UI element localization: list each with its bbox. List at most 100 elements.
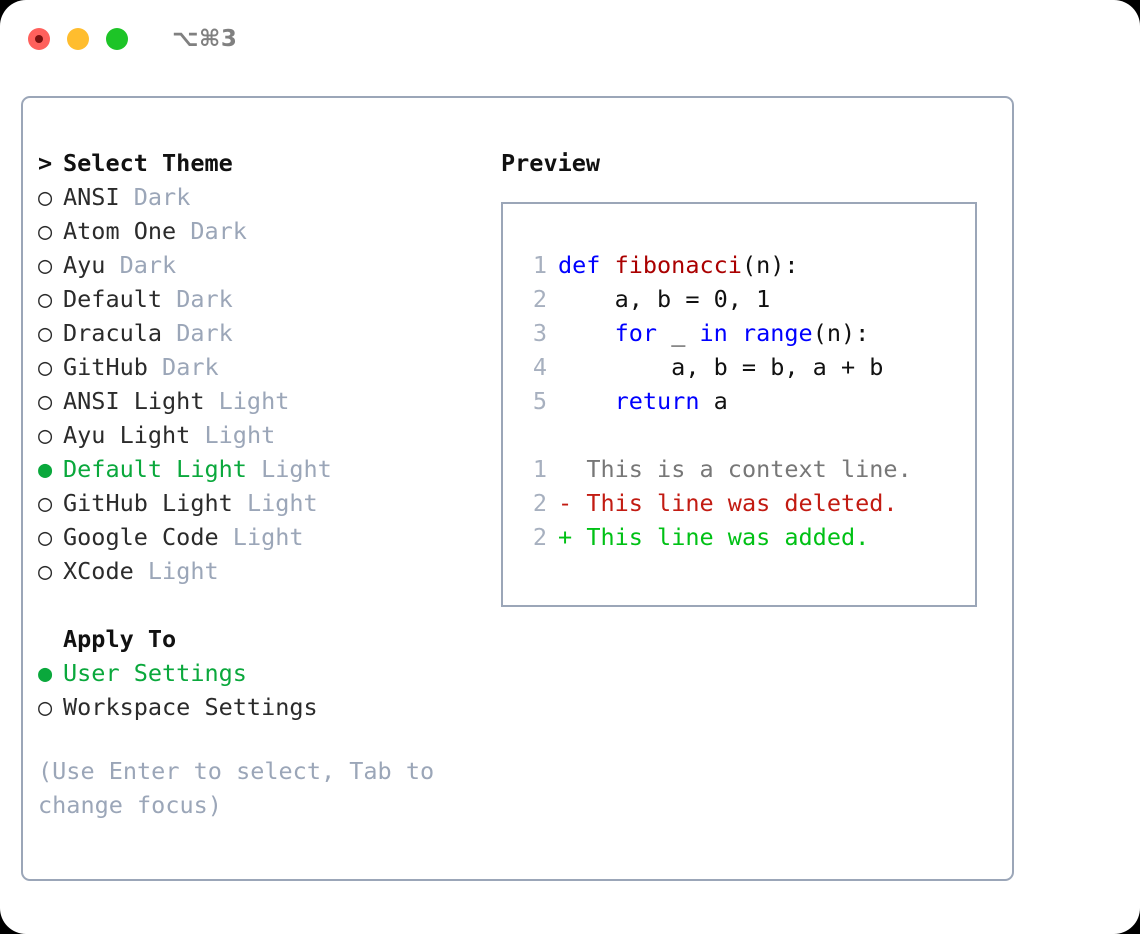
radio-unselected-icon[interactable]: ○ bbox=[38, 523, 53, 551]
theme-list-item[interactable]: ○ Atom One Dark bbox=[38, 214, 478, 248]
keyboard-hint: (Use Enter to select, Tab to change focu… bbox=[38, 757, 449, 819]
theme-variant-badge: Light bbox=[204, 421, 276, 449]
code-line-number: 1 bbox=[532, 251, 547, 279]
diff-line-number: 1 bbox=[532, 455, 547, 483]
code-line-number: 4 bbox=[532, 353, 547, 381]
theme-name: GitHub bbox=[63, 353, 148, 381]
code-token: def bbox=[558, 251, 615, 279]
theme-picker-title: Select Theme bbox=[63, 149, 233, 177]
theme-list-item[interactable]: ○Dracula Dark bbox=[38, 316, 478, 350]
theme-name: XCode bbox=[63, 557, 134, 585]
code-line-number: 3 bbox=[532, 319, 547, 347]
theme-variant-badge: Light bbox=[261, 455, 332, 483]
apply-to-item[interactable]: ○Workspace Settings bbox=[38, 690, 478, 724]
diff-text: This is a context line. bbox=[586, 455, 912, 483]
minimize-button[interactable] bbox=[67, 28, 89, 50]
code-diff-spacer bbox=[517, 418, 975, 452]
code-token: a bbox=[699, 387, 728, 415]
diff-line: 1 This is a context line. bbox=[517, 452, 975, 486]
theme-name: Default Light bbox=[63, 455, 247, 483]
traffic-light-group bbox=[28, 28, 128, 50]
apply-to-list: ● User Settings ○Workspace Settings bbox=[38, 656, 478, 724]
theme-list-item[interactable]: ○Google Code Light bbox=[38, 520, 478, 554]
radio-unselected-icon[interactable]: ○ bbox=[38, 353, 53, 381]
theme-list-item[interactable]: ○ANSI Dark bbox=[38, 180, 478, 214]
diff-line: 2+ This line was added. bbox=[517, 520, 975, 554]
theme-variant-badge: Light bbox=[218, 387, 290, 415]
theme-name: Default bbox=[63, 285, 163, 313]
theme-list-item[interactable]: ○ ANSI Light Light bbox=[38, 384, 478, 418]
theme-picker-heading: > Select Theme bbox=[38, 146, 478, 180]
theme-variant-badge: Light bbox=[246, 489, 318, 517]
code-token: fibonacci bbox=[614, 251, 742, 279]
theme-variant-badge: Dark bbox=[190, 217, 247, 245]
theme-list-item[interactable]: ○Default Dark bbox=[38, 282, 478, 316]
code-token: a, b = 0, 1 bbox=[558, 285, 771, 313]
theme-variant-badge: Light bbox=[147, 557, 219, 585]
theme-label-spacer bbox=[219, 520, 233, 554]
radio-unselected-icon[interactable]: ○ bbox=[38, 693, 53, 721]
code-token: a, b = b, a + b bbox=[558, 353, 884, 381]
preview-title: Preview bbox=[501, 149, 601, 177]
theme-list-item[interactable]: ○Ayu Light Light bbox=[38, 418, 478, 452]
apply-to-heading: ○ Apply To bbox=[38, 622, 478, 656]
diff-marker: - bbox=[558, 489, 573, 517]
content-panel: > Select Theme ○ANSI Dark○Atom One Dark○… bbox=[21, 96, 1014, 881]
theme-list-item[interactable]: ○ XCode Light bbox=[38, 554, 478, 588]
theme-list-item[interactable]: ○ GitHub Dark bbox=[38, 350, 478, 384]
apply-to-item[interactable]: ● User Settings bbox=[38, 656, 478, 690]
radio-unselected-icon[interactable]: ○ bbox=[38, 183, 53, 211]
code-token: range bbox=[741, 319, 813, 347]
theme-name: ANSI Light bbox=[63, 387, 205, 415]
diff-sample: 1 This is a context line.2- This line wa… bbox=[517, 452, 975, 554]
code-token: (n): bbox=[812, 319, 870, 347]
diff-line-number: 2 bbox=[532, 523, 547, 551]
code-line: 3 for _ in range(n): bbox=[517, 316, 975, 350]
radio-unselected-icon[interactable]: ○ bbox=[38, 557, 53, 585]
diff-marker-spacer bbox=[572, 452, 586, 486]
radio-unselected-icon[interactable]: ○ bbox=[38, 387, 53, 415]
radio-selected-icon[interactable]: ● bbox=[38, 659, 53, 687]
theme-label-spacer bbox=[247, 452, 261, 486]
code-token: for bbox=[614, 319, 658, 347]
theme-picker: > Select Theme ○ANSI Dark○Atom One Dark○… bbox=[38, 146, 478, 822]
apply-to-label: User Settings bbox=[63, 659, 247, 687]
radio-unselected-icon[interactable]: ○ bbox=[38, 489, 53, 517]
theme-label-spacer bbox=[233, 486, 247, 520]
radio-unselected-icon[interactable]: ○ bbox=[38, 217, 53, 245]
theme-list-item[interactable]: ○Ayu Dark bbox=[38, 248, 478, 282]
theme-list-item[interactable]: ● Default Light Light bbox=[38, 452, 478, 486]
radio-unselected-icon[interactable]: ○ bbox=[38, 319, 53, 347]
radio-unselected-icon[interactable]: ○ bbox=[38, 285, 53, 313]
theme-name: Atom One bbox=[63, 217, 177, 245]
diff-text: This line was deleted. bbox=[586, 489, 898, 517]
radio-unselected-icon[interactable]: ○ bbox=[38, 251, 53, 279]
theme-variant-badge: Dark bbox=[162, 353, 219, 381]
close-button[interactable] bbox=[28, 28, 50, 50]
code-token: return bbox=[614, 387, 700, 415]
code-line: 5 return a bbox=[517, 384, 975, 418]
diff-marker: + bbox=[558, 523, 573, 551]
radio-selected-icon[interactable]: ● bbox=[38, 455, 53, 483]
panel-columns: > Select Theme ○ANSI Dark○Atom One Dark○… bbox=[23, 98, 1012, 879]
theme-label-spacer bbox=[176, 214, 190, 248]
code-line-number: 2 bbox=[532, 285, 547, 313]
code-line: 2 a, b = 0, 1 bbox=[517, 282, 975, 316]
theme-label-spacer bbox=[162, 282, 176, 316]
theme-list-item[interactable]: ○GitHub Light Light bbox=[38, 486, 478, 520]
code-token: (n): bbox=[741, 251, 799, 279]
radio-unselected-icon[interactable]: ○ bbox=[38, 421, 53, 449]
theme-label-spacer bbox=[204, 384, 218, 418]
theme-label-spacer bbox=[134, 554, 148, 588]
code-line-number: 5 bbox=[532, 387, 547, 415]
apply-to-title: Apply To bbox=[63, 625, 177, 653]
theme-name: Ayu bbox=[63, 251, 106, 279]
zoom-button[interactable] bbox=[106, 28, 128, 50]
shortcut-label: ⌥⌘3 bbox=[172, 26, 238, 52]
diff-marker-spacer bbox=[572, 520, 586, 554]
section-spacer bbox=[38, 588, 478, 622]
diff-line: 2- This line was deleted. bbox=[517, 486, 975, 520]
